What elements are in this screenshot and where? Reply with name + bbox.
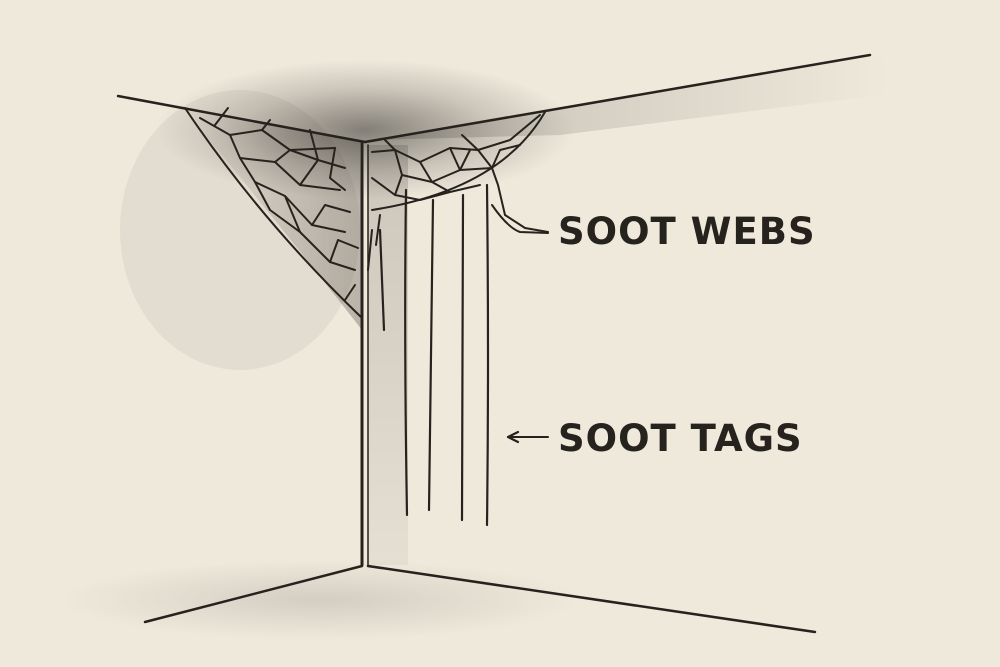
floor-right-edge [366, 564, 817, 634]
ceiling-right-edge [363, 53, 872, 144]
soot-webs-right [367, 111, 549, 271]
leader-lines [491, 204, 549, 444]
soot-shading [60, 55, 890, 640]
tags-arrowhead [506, 430, 520, 444]
ceiling-left-edge [116, 94, 367, 144]
room-edges [116, 53, 872, 634]
webs-leader [491, 204, 549, 234]
soot-tags-label: SOOT TAGS [558, 417, 803, 460]
floor-left-edge [143, 564, 364, 624]
soot-webs-left [184, 107, 363, 319]
soot-webs-label: SOOT WEBS [558, 210, 816, 253]
soot-tags [378, 183, 490, 527]
